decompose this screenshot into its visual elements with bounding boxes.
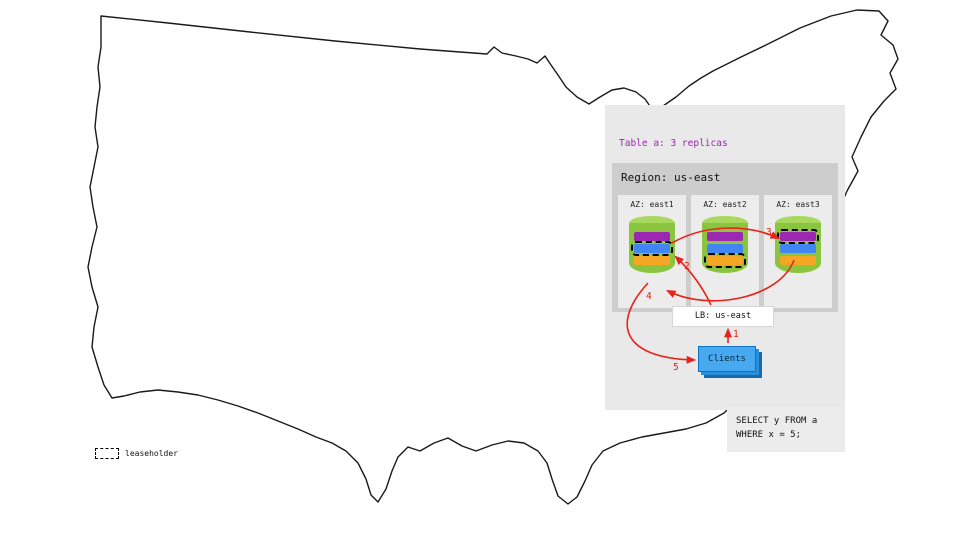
legend-item-table-a: Table a: 3 replicas [619,138,728,149]
step-1-label: 1 [733,329,739,340]
replica-band-table-b-leaseholder [704,253,746,268]
db-cylinder-east3 [775,216,821,280]
lb-box: LB: us-east [672,306,774,327]
replica-band-index-a [780,244,816,253]
replica-band-table-b [634,256,670,265]
sql-box: SELECT y FROM a WHERE x = 5; [727,407,845,452]
db-cylinder-east2 [702,216,748,280]
replica-band-table-b [780,256,816,265]
replica-band-index-a [707,244,743,253]
step-4-label: 4 [646,291,652,302]
db-cylinder-east1 [629,216,675,280]
region-title: Region: us-east [621,171,721,184]
leaseholder-key-swatch [95,448,119,459]
replica-band-table-a [634,232,670,241]
az-box-east2: AZ: east2 [691,195,759,308]
az-box-east3: AZ: east3 [764,195,832,308]
step-5-label: 5 [673,362,679,373]
clients-stack: Clients [698,346,756,372]
sql-line-1: SELECT y FROM a [736,416,818,426]
az-label-east1: AZ: east1 [630,200,674,209]
replica-band-table-a-leaseholder [777,229,819,244]
leaseholder-key-label: leaseholder [125,449,178,458]
az-label-east3: AZ: east3 [776,200,820,209]
leaseholder-key: leaseholder [95,448,178,459]
replica-band-index-a-leaseholder [631,241,673,256]
sql-line-2: WHERE x = 5; [736,430,802,440]
step-2-label: 2 [684,261,690,272]
az-box-east1: AZ: east1 [618,195,686,308]
replica-band-table-a [707,232,743,241]
az-label-east2: AZ: east2 [703,200,747,209]
step-3-label: 3 [766,227,772,238]
